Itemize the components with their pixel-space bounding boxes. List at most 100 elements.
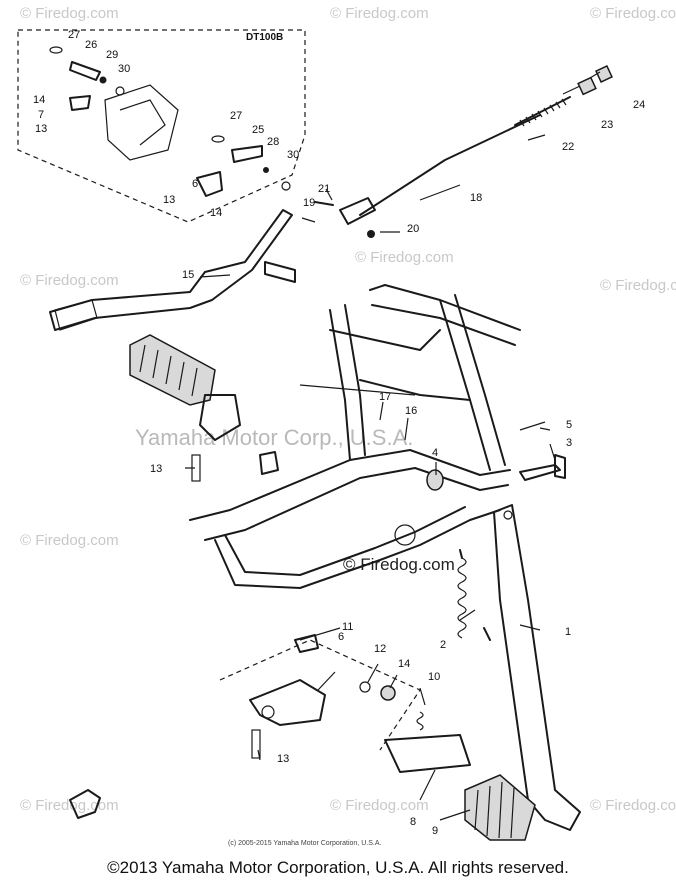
stand-assembly xyxy=(426,421,581,831)
engine-mount-boss xyxy=(394,524,416,546)
callout-label: 27 xyxy=(68,29,80,41)
watermark-layer: © Firedog.com © Firedog.com © Firedog.co… xyxy=(20,5,676,814)
inset-lever xyxy=(231,145,263,163)
copyright-notice: ©2013 Yamaha Motor Corporation, U.S.A. A… xyxy=(107,858,569,877)
rod-clevis xyxy=(339,197,376,225)
right-footrest-rubber xyxy=(464,774,536,841)
inset-bolt xyxy=(99,76,107,84)
frame-brace xyxy=(359,379,471,401)
callout-label: 26 xyxy=(85,39,97,51)
callout-label: 30 xyxy=(287,149,299,161)
frame-down-tube xyxy=(329,309,351,461)
lower-group-outline xyxy=(219,639,421,751)
stand-spring xyxy=(457,557,467,639)
frame-cradle xyxy=(214,509,501,589)
callout-label: 12 xyxy=(374,643,386,655)
inset-bolt-2 xyxy=(263,167,269,173)
callout-label: 1 xyxy=(565,626,571,638)
front-arrow-icon xyxy=(69,789,101,819)
frame xyxy=(189,284,521,589)
inset-pivot xyxy=(69,95,91,111)
callout-label: 11 xyxy=(342,621,353,633)
callout-label: 22 xyxy=(562,141,574,153)
clevis-pin xyxy=(314,201,334,206)
adjust-nut xyxy=(577,76,597,96)
watermark: © Firedog.com xyxy=(600,277,676,294)
model-tag: DT100B xyxy=(246,32,283,43)
frame-cross-member xyxy=(329,329,441,351)
inset-clip-2 xyxy=(211,135,225,143)
dt100b-inset: DT100B xyxy=(17,29,306,223)
center-watermark: © Firedog.com xyxy=(343,555,455,574)
callout-label: 28 xyxy=(267,136,279,148)
left-footrest xyxy=(129,334,241,482)
frame-cradle-inner xyxy=(224,506,466,576)
lower-washer xyxy=(359,681,371,693)
stand-hole xyxy=(503,510,513,520)
callout-label: 16 xyxy=(405,405,417,417)
inset-washer-2 xyxy=(281,181,291,191)
lower-spring xyxy=(416,711,424,731)
brake-assembly xyxy=(49,65,613,331)
stand-pivot-cap xyxy=(554,454,566,479)
watermark: © Firedog.com xyxy=(590,797,676,814)
image-credit: (c) 2005-2015 Yamaha Motor Corporation, … xyxy=(228,840,381,847)
callout-label: 3 xyxy=(566,437,572,449)
inset-clip xyxy=(49,46,63,54)
callout-label: 20 xyxy=(407,223,419,235)
callout-label: 6 xyxy=(192,178,198,190)
right-footrest-ribs xyxy=(474,781,515,839)
inset-plate-detail xyxy=(119,99,166,146)
callout-label: 18 xyxy=(470,192,482,204)
lower-nut xyxy=(380,685,396,701)
watermark: © Firedog.com xyxy=(590,5,676,22)
callout-label: 14 xyxy=(398,658,410,670)
callout-label: 14 xyxy=(33,94,45,106)
frame-top-stay-2 xyxy=(371,304,516,346)
callout-label: 13 xyxy=(35,123,47,135)
footrest-ribs xyxy=(139,344,198,397)
frame-centerline xyxy=(299,384,416,396)
frame-top-stay xyxy=(369,284,521,331)
callout-label: 29 xyxy=(106,49,118,61)
callout-label: 13 xyxy=(277,753,289,765)
stand-pivot-shaft xyxy=(519,464,561,481)
watermark: © Firedog.com xyxy=(330,5,429,22)
lower-bracket xyxy=(249,679,326,726)
cotter-pin xyxy=(519,421,546,431)
left-footrest-rubber xyxy=(129,334,216,406)
frame-rear-upright-2 xyxy=(454,294,506,466)
clevis-cotter xyxy=(367,230,375,238)
callout-label: 19 xyxy=(303,197,315,209)
lower-bolt xyxy=(251,729,261,759)
watermark: © Firedog.com xyxy=(20,272,119,289)
brand-watermark: Yamaha Motor Corp., U.S.A. xyxy=(135,425,413,450)
callout-label: 15 xyxy=(182,269,194,281)
inset-plate xyxy=(104,84,179,161)
callout-layer: 27 26 29 30 14 7 13 27 25 28 30 6 13 14 … xyxy=(33,29,645,837)
watermark: © Firedog.com xyxy=(20,797,119,814)
brake-pedal xyxy=(49,209,293,331)
inset-brake-arm xyxy=(69,61,101,81)
callout-label: 8 xyxy=(410,816,416,828)
callout-label: 25 xyxy=(252,124,264,136)
footrest-bracket xyxy=(199,394,241,441)
brake-rod xyxy=(359,114,541,216)
callout-label: 14 xyxy=(210,207,222,219)
frame-mount-tab xyxy=(259,451,279,475)
right-footrest-shaft xyxy=(384,734,471,773)
leader-lines xyxy=(185,71,601,821)
inset-bracket xyxy=(196,171,223,197)
frame-left-rail-lower xyxy=(204,467,509,541)
callout-label: 27 xyxy=(230,110,242,122)
right-footrest-assembly xyxy=(69,634,536,841)
brake-spring-coils xyxy=(519,98,567,127)
callout-label: 21 xyxy=(318,183,330,195)
callout-label: 6 xyxy=(338,631,344,643)
callout-label: 13 xyxy=(163,194,175,206)
callout-label: 30 xyxy=(118,63,130,75)
callout-label: 2 xyxy=(440,639,446,651)
stand-collar xyxy=(426,469,444,491)
brake-spring xyxy=(514,96,571,126)
